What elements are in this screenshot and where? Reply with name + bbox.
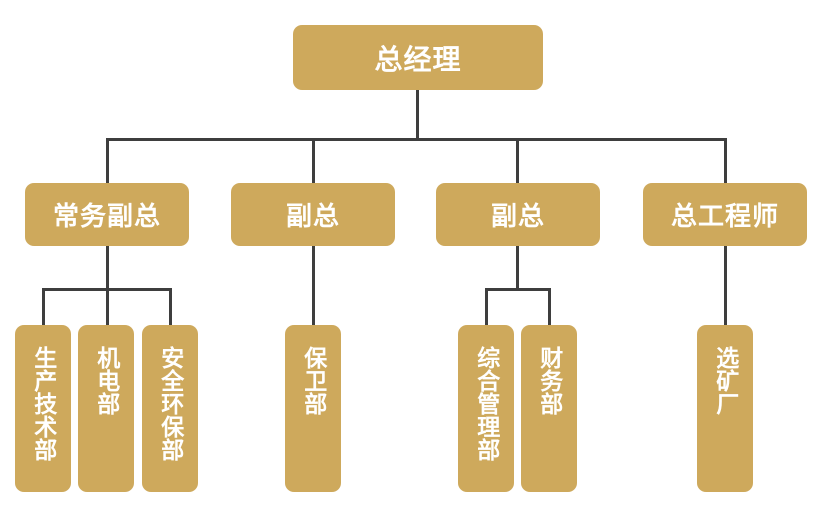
node-label: 综合管理部 — [473, 346, 500, 461]
connector-drop-exec-deputy — [106, 138, 109, 183]
node-label: 机电部 — [93, 346, 120, 415]
node-label: 安全环保部 — [157, 346, 184, 461]
node-executive-deputy-gm: 常务副总 — [25, 183, 189, 246]
node-finance-dept: 财务部 — [521, 325, 577, 492]
connector-deputy1-security — [312, 246, 315, 325]
node-chief-engineer: 总工程师 — [643, 183, 807, 246]
connector-drop-finance — [548, 288, 551, 325]
node-deputy-gm-2: 副总 — [436, 183, 600, 246]
node-general-admin-dept: 综合管理部 — [458, 325, 514, 492]
connector-drop-deputy-2 — [516, 138, 519, 183]
connector-chief-engineer-plant — [724, 246, 727, 325]
node-general-manager: 总经理 — [293, 25, 543, 90]
connector-level2-bus — [106, 138, 727, 141]
connector-root-stem — [416, 90, 419, 141]
connector-deputy2-bus — [485, 288, 551, 291]
node-deputy-gm-1: 副总 — [231, 183, 395, 246]
node-ore-processing-plant: 选矿厂 — [697, 325, 753, 492]
connector-exec-deputy-bus — [42, 288, 172, 291]
node-label: 保卫部 — [300, 346, 327, 415]
node-label: 选矿厂 — [712, 346, 739, 415]
node-security-dept: 保卫部 — [285, 325, 341, 492]
node-safety-environment-dept: 安全环保部 — [142, 325, 198, 492]
connector-drop-general-admin — [485, 288, 488, 325]
connector-drop-chief-engineer — [724, 138, 727, 183]
connector-exec-deputy-stem — [106, 246, 109, 325]
node-label: 生产技术部 — [30, 346, 57, 461]
connector-drop-production-tech — [42, 288, 45, 325]
node-production-tech-dept: 生产技术部 — [15, 325, 71, 492]
node-mechanical-electrical-dept: 机电部 — [78, 325, 134, 492]
connector-deputy2-stem — [516, 246, 519, 291]
node-label: 财务部 — [536, 346, 563, 415]
connector-drop-deputy-1 — [312, 138, 315, 183]
connector-drop-safety-environment — [169, 288, 172, 325]
